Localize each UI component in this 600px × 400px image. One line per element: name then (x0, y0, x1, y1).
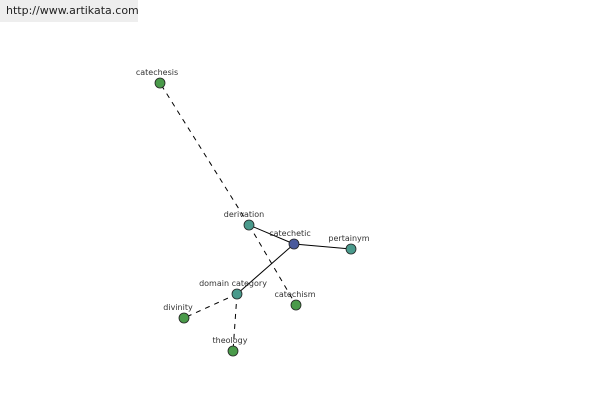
node-label-domain-category: domain category (199, 279, 267, 288)
node-circle-divinity[interactable] (178, 312, 190, 324)
node-label-catechetic: catechetic (269, 229, 311, 238)
node-circle-catechism[interactable] (290, 299, 302, 311)
node-catechesis[interactable]: catechesis (136, 68, 178, 89)
node-catechism[interactable]: catechism (274, 290, 316, 311)
node-circle-theology[interactable] (227, 345, 239, 357)
node-label-theology: theology (213, 336, 248, 345)
node-derivation[interactable]: derivation (224, 210, 264, 231)
node-circle-catechetic[interactable] (288, 238, 300, 250)
node-domain-category[interactable]: domain category (199, 279, 267, 300)
node-divinity[interactable]: divinity (163, 303, 193, 324)
edge-catechetic-derivation (248, 224, 295, 245)
url-banner[interactable]: http://www.artikata.com (0, 0, 139, 22)
edge-catechetic-pertainym (293, 243, 352, 250)
node-circle-pertainym[interactable] (345, 243, 357, 255)
node-label-pertainym: pertainym (328, 234, 369, 243)
node-label-divinity: divinity (163, 303, 193, 312)
nodes-layer: catechetic derivation pertainym domain cate… (136, 68, 370, 357)
node-pertainym[interactable]: pertainym (328, 234, 370, 255)
node-circle-derivation[interactable] (243, 219, 255, 231)
edge-derivation-catechesis (159, 82, 250, 226)
node-label-derivation: derivation (224, 210, 264, 219)
node-circle-catechesis[interactable] (154, 77, 166, 89)
edges-layer (159, 82, 352, 352)
node-theology[interactable]: theology (213, 336, 248, 357)
node-catechetic[interactable]: catechetic (269, 229, 311, 250)
node-label-catechesis: catechesis (136, 68, 178, 77)
node-circle-domain-category[interactable] (231, 288, 243, 300)
node-label-catechism: catechism (274, 290, 315, 299)
edge-catechetic-domain-category (236, 243, 295, 295)
